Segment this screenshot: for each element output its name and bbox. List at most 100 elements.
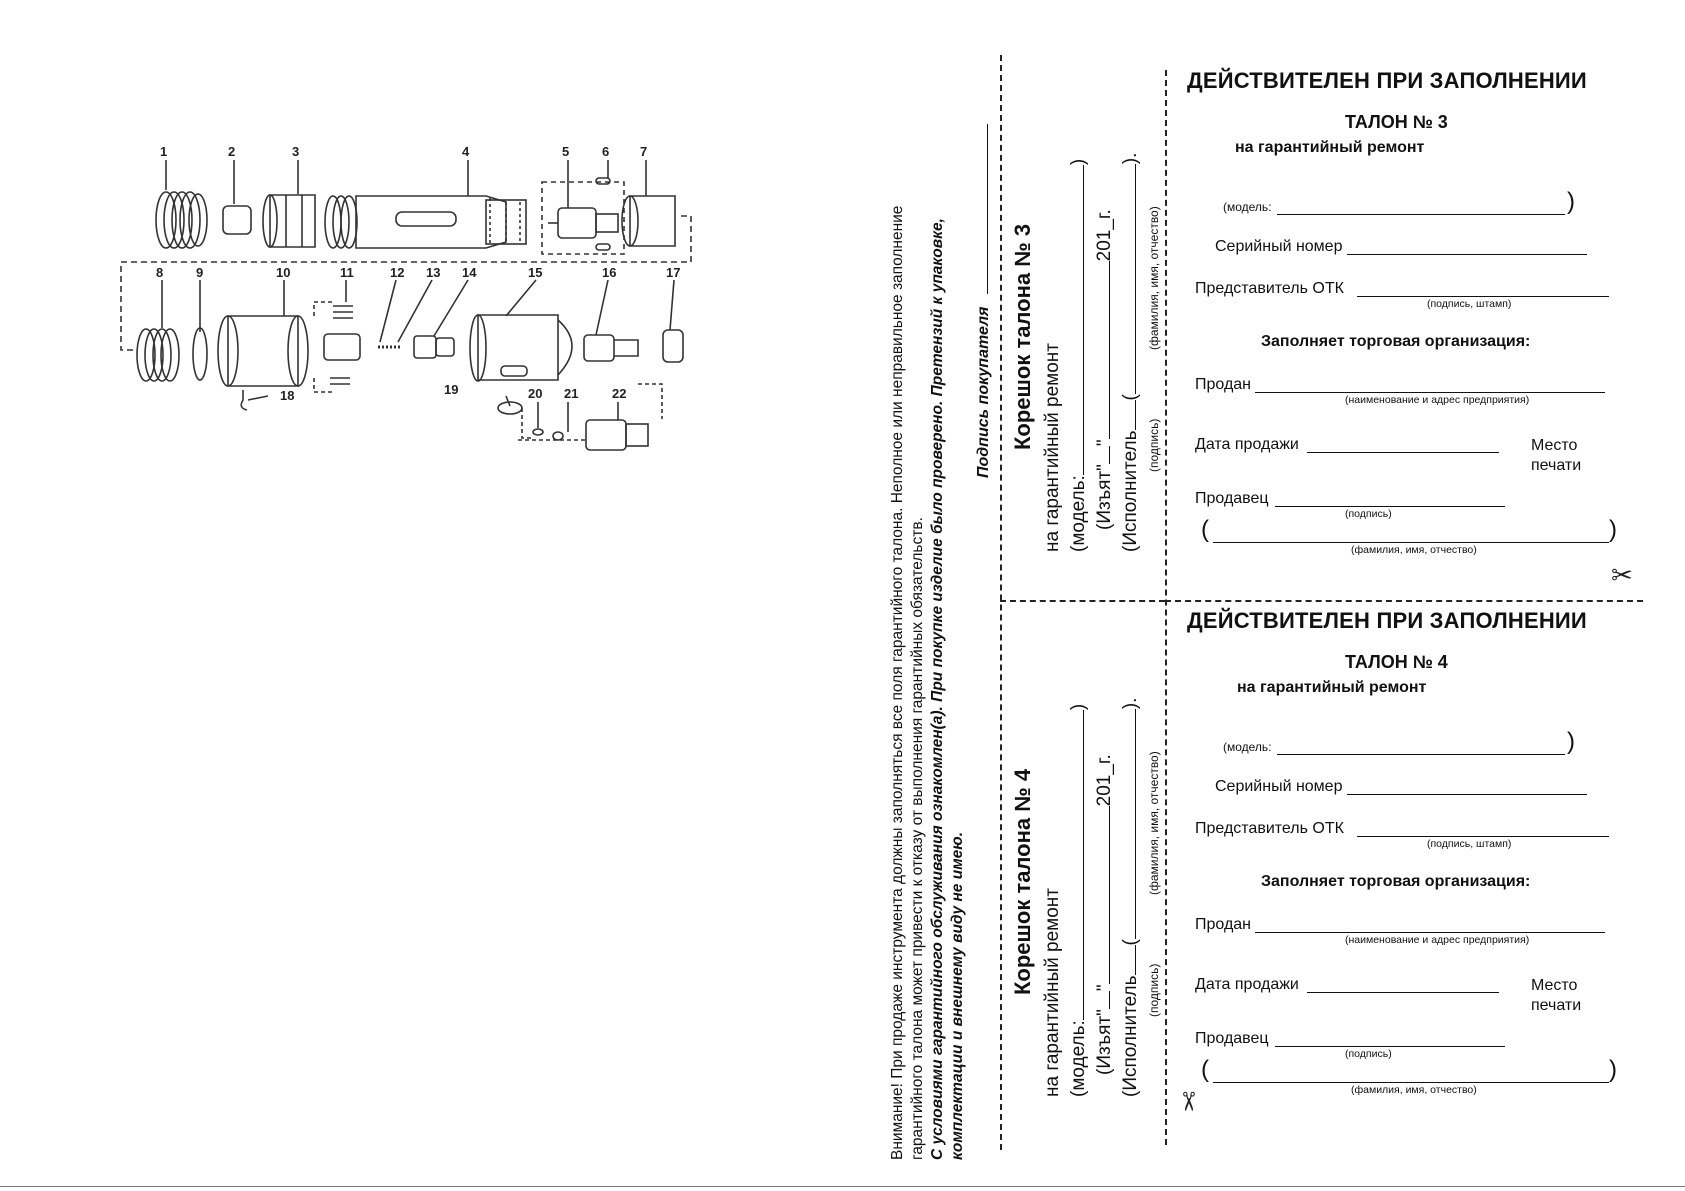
date-field[interactable] <box>1307 992 1499 993</box>
model-field[interactable] <box>1277 214 1565 215</box>
fio-field[interactable] <box>1213 542 1609 543</box>
stub-fio-hint: (фамилия, имя, отчество) <box>1147 751 1161 895</box>
fio-open-paren: ( <box>1201 516 1209 543</box>
part-17 <box>662 329 684 363</box>
stub-subtitle: на гарантийный ремонт <box>1042 888 1063 1097</box>
coupon-header: ДЕЙСТВИТЕЛЕН ПРИ ЗАПОЛНЕНИИ <box>1187 68 1587 93</box>
seller-hint: (подпись) <box>1345 1048 1392 1060</box>
scissors-icon: ✂ <box>1611 560 1633 590</box>
stub-cut-line <box>1000 600 1165 602</box>
part-label: 15 <box>528 265 542 280</box>
exploded-parts-diagram: 1 2 3 4 5 6 7 8 9 10 11 12 13 14 15 16 1… <box>118 140 718 470</box>
sold-label: Продан <box>1195 376 1252 393</box>
part-18 <box>240 390 248 411</box>
part-8 <box>136 328 180 382</box>
otk-field[interactable] <box>1357 836 1609 837</box>
model-field[interactable] <box>1277 754 1565 755</box>
part-label: 22 <box>612 386 626 401</box>
part-label: 9 <box>196 265 203 280</box>
part-label: 8 <box>156 265 163 280</box>
part-label: 13 <box>426 265 440 280</box>
coupon-talon-number: ТАЛОН № 3 <box>1345 112 1448 132</box>
serial-field[interactable] <box>1347 254 1587 255</box>
part-label: 21 <box>564 386 578 401</box>
part-15 <box>469 314 573 382</box>
model-label: (модель: <box>1223 200 1272 214</box>
warning-text: Внимание! При продаже инструмента должны… <box>888 206 968 1160</box>
part-label: 17 <box>666 265 680 280</box>
stub-model: (модель:) <box>1068 158 1089 552</box>
seller-field[interactable] <box>1275 1046 1505 1047</box>
part-19 <box>497 401 523 415</box>
org-header: Заполняет торговая организация: <box>1261 333 1531 350</box>
part-11 <box>333 305 353 319</box>
sold-hint: (наименование и адрес предприятия) <box>1345 934 1530 946</box>
otk-hint: (подпись, штамп) <box>1427 298 1512 310</box>
warning-line-1: Внимание! При продаже инструмента должны… <box>889 205 906 1160</box>
part-label: 2 <box>228 144 235 159</box>
part-label: 16 <box>602 265 616 280</box>
sold-field[interactable] <box>1255 932 1605 933</box>
buyer-signature-label: Подпись покупателя <box>975 306 992 478</box>
part-label: 4 <box>462 144 470 159</box>
scissors-icon: ✂ <box>1173 1090 1204 1113</box>
part-21 <box>552 431 564 441</box>
fio-field[interactable] <box>1213 1082 1609 1083</box>
coupon-cut-line <box>1165 600 1643 602</box>
stub-4: Корешок талона № 4 на гарантийный ремонт… <box>1010 585 1161 1105</box>
date-label: Дата продажи <box>1195 976 1299 993</box>
coupon-repair-label: на гарантийный ремонт <box>1235 139 1425 156</box>
part-labels: 1 2 3 4 5 6 7 8 9 10 11 12 13 14 15 16 1… <box>156 144 680 403</box>
stub-removed: (Изъят""201_г. <box>1094 754 1115 1075</box>
warning-line-4: комплектации и внешнему виду не имею. <box>949 832 966 1160</box>
fio-close-paren: ) <box>1609 1056 1617 1083</box>
stub-model: (модель:) <box>1068 703 1089 1097</box>
org-header: Заполняет торговая организация: <box>1261 873 1531 890</box>
stub-sign-hint: (подпись) <box>1147 418 1161 472</box>
coupon-header: ДЕЙСТВИТЕЛЕН ПРИ ЗАПОЛНЕНИИ <box>1187 608 1587 633</box>
stub-separator-right <box>1165 70 1167 1145</box>
part-6 <box>595 177 611 251</box>
sold-label: Продан <box>1195 916 1252 933</box>
part-20 <box>532 428 544 436</box>
part-11b <box>330 377 350 385</box>
stub-subtitle: на гарантийный ремонт <box>1042 343 1063 552</box>
otk-hint: (подпись, штамп) <box>1427 838 1512 850</box>
model-close-paren: ) <box>1567 188 1575 215</box>
part-label: 11 <box>340 265 354 280</box>
part-label: 3 <box>292 144 299 159</box>
seller-label: Продавец <box>1195 490 1269 507</box>
seller-hint: (подпись) <box>1345 508 1392 520</box>
serial-label: Серийный номер <box>1215 778 1343 795</box>
fio-hint: (фамилия, имя, отчество) <box>1351 1084 1477 1096</box>
part-label: 5 <box>562 144 569 159</box>
part-4 <box>324 195 527 249</box>
stub-separator-left <box>1000 55 1002 1150</box>
part-22 <box>585 419 649 451</box>
stub-removed: (Изъят""201_г. <box>1094 209 1115 530</box>
date-label: Дата продажи <box>1195 436 1299 453</box>
coupon-4: ДЕЙСТВИТЕЛЕН ПРИ ЗАПОЛНЕНИИ ТАЛОН № 4 на… <box>1173 608 1645 1133</box>
part-1-spring <box>155 191 208 249</box>
serial-field[interactable] <box>1347 794 1587 795</box>
coupon-3: ДЕЙСТВИТЕЛЕН ПРИ ЗАПОЛНЕНИИ ТАЛОН № 3 на… <box>1175 68 1645 593</box>
buyer-signature-line <box>987 124 988 295</box>
otk-label: Представитель ОТК <box>1195 820 1344 837</box>
otk-label: Представитель ОТК <box>1195 280 1344 297</box>
part-9 <box>192 327 208 381</box>
seller-label: Продавец <box>1195 1030 1269 1047</box>
sold-field[interactable] <box>1255 392 1605 393</box>
seller-field[interactable] <box>1275 506 1505 507</box>
part-12 <box>323 333 361 361</box>
date-field[interactable] <box>1307 452 1499 453</box>
part-10 <box>217 315 309 387</box>
part-label: 12 <box>390 265 404 280</box>
otk-field[interactable] <box>1357 296 1609 297</box>
warning-line-3: С условиями гарантийного обслуживания оз… <box>929 218 946 1160</box>
parts-drawing: 1 2 3 4 5 6 7 8 9 10 11 12 13 14 15 16 1… <box>120 144 692 451</box>
part-label: 14 <box>462 265 477 280</box>
part-7 <box>621 195 676 247</box>
fio-close-paren: ) <box>1609 516 1617 543</box>
